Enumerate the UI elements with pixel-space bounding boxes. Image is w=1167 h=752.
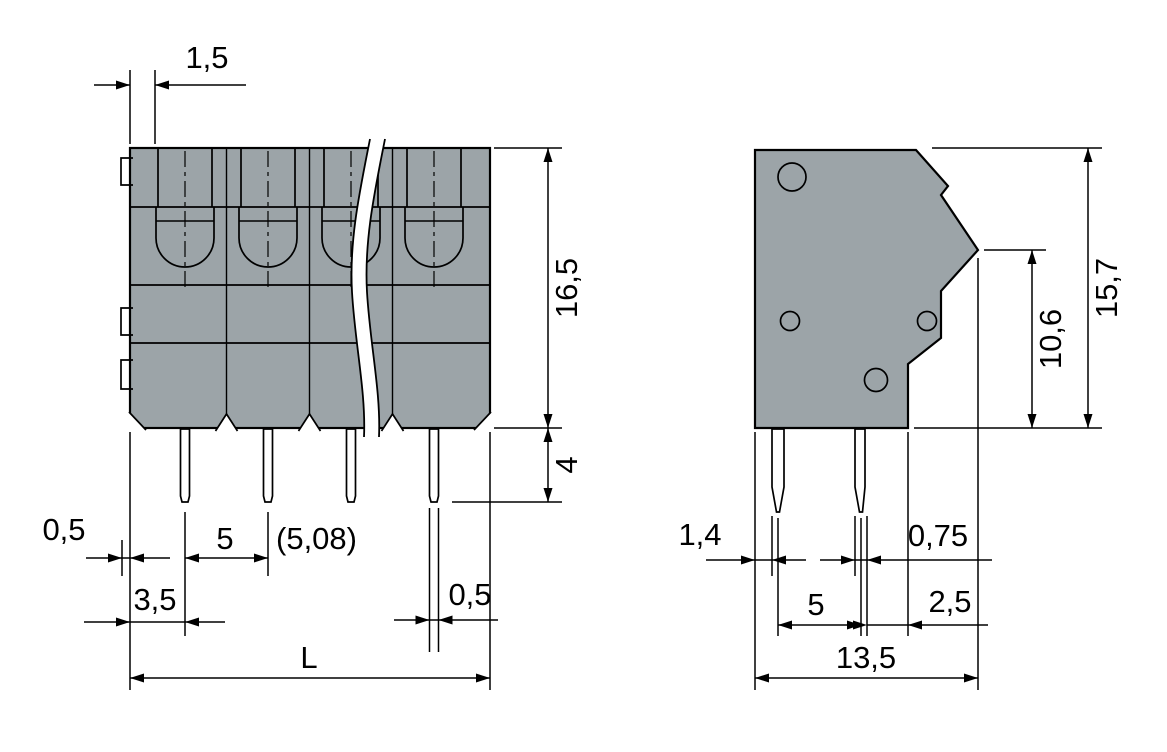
extension-lines [854,516,868,636]
dim-tab-offset-label: 0,5 [42,512,85,547]
dim-depth: 13,5 [754,258,979,690]
arrowhead [543,488,553,502]
dim-pitch-side-label: 5 [807,587,824,622]
extension-lines [129,432,491,690]
break-line [365,138,386,438]
arrowhead [853,620,867,630]
dim-wall-top: 1,5 [94,40,246,144]
break-line [350,138,371,438]
solder-pin [262,428,274,503]
front-view-dimensions: 1,5 16,5 4 0,5 5 [42,40,584,690]
dim-pitch: 5 (5,08) [184,512,357,636]
solder-pin [428,428,440,503]
pole-centerlines [184,151,435,289]
dim-nose-height: 10,6 [984,249,1068,428]
solder-pin [179,428,191,503]
extension-lines [754,258,979,690]
arrowhead [755,673,769,683]
dim-pitch-side: 5 [777,518,862,636]
arrowhead [1083,148,1093,162]
latch-hole [779,310,801,332]
spring-contours [155,207,464,268]
extension-lines [184,512,269,636]
latch-hole [916,310,938,332]
arrowhead [964,673,978,683]
dim-depth-label: 13,5 [836,640,896,675]
front-view [120,138,494,503]
arrowhead [543,428,553,442]
arrowhead [841,555,855,565]
arrowhead [543,148,553,162]
dim-pitch-alt-label: (5,08) [276,521,357,556]
arrowhead [1027,250,1037,264]
dim-pin-offset-label: 1,4 [678,517,721,552]
dim-body-height: 16,5 [494,147,584,429]
arrowhead [741,555,755,565]
dim-pin-length: 4 [452,428,584,503]
mounting-tab [120,359,133,390]
corner-chamfers [128,411,492,431]
dim-pin-width-label: 0,5 [448,577,491,612]
arrowhead [415,615,430,625]
latch-hole [777,162,807,192]
arrowhead [778,620,792,630]
extension-lines [777,518,862,636]
arrowhead [130,673,144,683]
dim-wall-top-label: 1,5 [185,40,228,75]
pole-boundaries [225,148,394,428]
arrowhead [867,555,881,565]
side-view-dimensions: 15,7 10,6 1,4 0,75 5 [678,147,1124,690]
arrowhead [254,553,268,563]
solder-pin [854,428,866,513]
arrowhead [543,414,553,428]
dim-pin-offset: 1,4 [678,516,806,576]
extension-lines [129,70,156,144]
extension-lines [494,147,562,429]
dim-pitch-label: 5 [216,521,233,556]
arrowhead [116,80,130,90]
dim-pin-thickness-label: 0,75 [908,518,968,553]
mounting-tab [120,157,133,186]
dim-nose-height-label: 10,6 [1033,309,1068,369]
dim-body-height-label: 16,5 [549,258,584,318]
arrowhead [116,617,130,627]
dim-overall-height-label: 15,7 [1089,258,1124,318]
bottom-notches [214,412,405,432]
extension-lines [428,508,440,652]
arrowhead [772,555,786,565]
dim-length-label: L [300,640,317,675]
dim-pin-length-label: 4 [549,456,584,473]
dim-overall-height: 15,7 [914,147,1124,429]
arrowhead [185,553,199,563]
side-body [753,148,980,430]
latch-hole [863,367,889,393]
dim-first-pole-offset-label: 3,5 [133,582,176,617]
arrowhead [108,553,122,563]
solder-pin [345,428,357,503]
side-view [753,148,980,513]
solder-pin [771,428,785,513]
arrowhead [1027,414,1037,428]
dim-pin-width: 0,5 [394,508,498,652]
arrowhead [476,673,490,683]
dim-first-pole-offset: 3,5 [84,582,225,627]
extension-lines [914,147,1102,429]
arrowhead [908,620,922,630]
dim-tab-offset: 0,5 [42,512,170,576]
arrowhead [1083,414,1093,428]
arrowhead [155,80,169,90]
bottom-notches-fill [215,414,404,431]
dim-pin-to-edge-label: 2,5 [928,584,971,619]
dim-pin-to-edge: 2,5 [853,432,988,636]
dim-length: L [129,432,491,690]
arrowhead [185,617,199,627]
dim-pin-thickness: 0,75 [820,516,992,636]
mounting-tab [120,307,133,336]
arrowhead [438,615,453,625]
arrowhead [130,553,144,563]
